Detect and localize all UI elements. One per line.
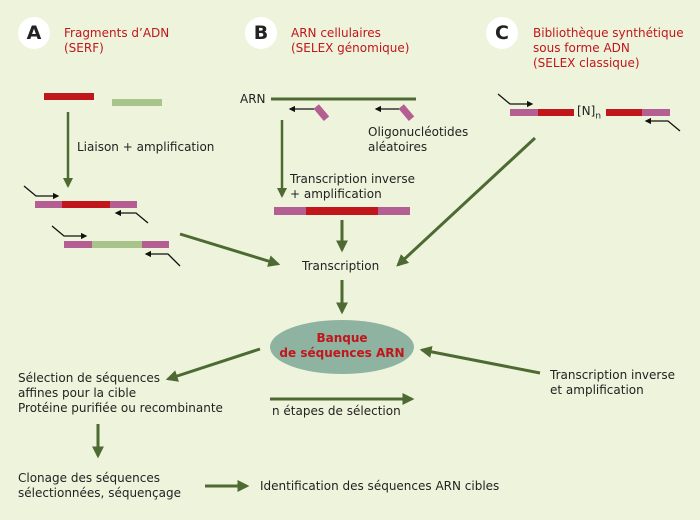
transcription-label: Transcription [302, 259, 380, 273]
oligo-1 [288, 104, 330, 122]
panel-a-badge: A [18, 17, 50, 49]
rna-bank-ellipse [270, 320, 414, 374]
arrow-ti-to-bank [419, 345, 541, 375]
arrow-a-to-transcription [179, 232, 281, 267]
selection-label: Sélection de séquences affines pour la c… [18, 371, 223, 415]
arn-label: ARN [240, 92, 266, 106]
amplified-fragment-1 [23, 185, 149, 224]
panel-b-title: ARN cellulaires (SELEX génomique) [291, 26, 410, 55]
etapes-label: n étapes de sélection [272, 404, 401, 418]
ti-amplification-label: Transcription inverse + amplification [290, 172, 415, 201]
ti-right-label: Transcription inverse et amplification [550, 368, 675, 397]
rna-bank-label: Banque de séquences ARN [279, 331, 405, 360]
liaison-label: Liaison + amplification [77, 140, 215, 154]
panel-c-title: Bibliothèque synthétique sous forme ADN … [533, 26, 684, 70]
oligo-label: Oligonucléotides aléatoires [368, 125, 469, 154]
arrow-c-to-transcription [396, 136, 537, 267]
identification-label: Identification des séquences ARN cibles [260, 479, 500, 493]
synthetic-library [497, 93, 681, 132]
library-n-label: [N]n [577, 104, 602, 122]
dna-fragment-green [112, 99, 162, 106]
amplified-fragment-2 [51, 225, 181, 267]
panel-c-badge: C [486, 17, 518, 49]
panel-a-title: Fragments d’ADN (SERF) [64, 26, 170, 55]
panel-b-badge: B [245, 17, 277, 49]
arrow-bank-to-selection [165, 347, 261, 382]
dna-fragment-red [44, 93, 94, 100]
cdna-product [274, 207, 410, 215]
oligo-2 [374, 104, 415, 122]
clonage-label: Clonage des séquences sélectionnées, séq… [18, 471, 181, 500]
